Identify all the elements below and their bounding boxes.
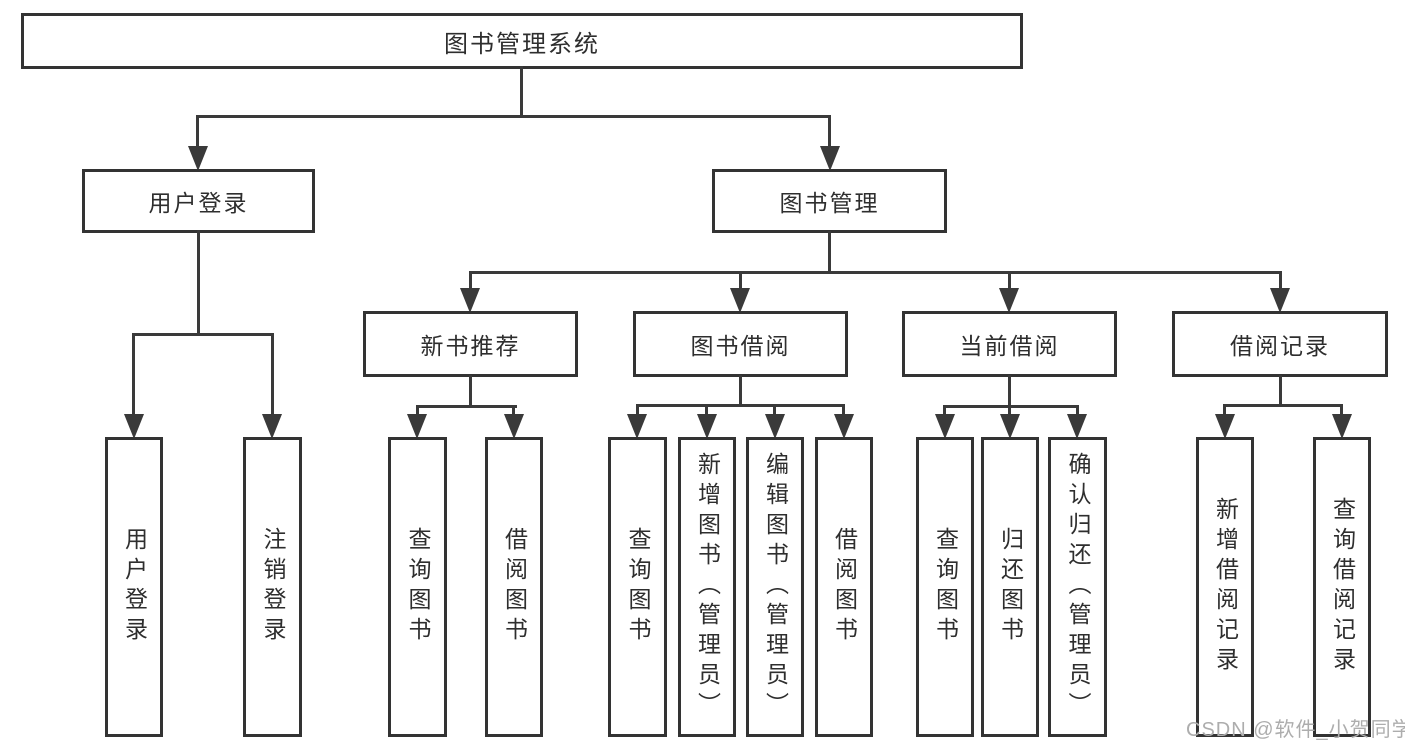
arrowhead-down-icon [627, 414, 647, 439]
connector-drop-leaf [1340, 404, 1343, 416]
node-cb-confirm-return-admin: 确认归还（管理员） [1048, 437, 1107, 737]
node-borrowing-records: 借阅记录 [1172, 311, 1388, 377]
connector-borrowing-records-rail [1223, 404, 1343, 407]
arrowhead-down-icon [1067, 414, 1087, 439]
connector-drop-leaf [773, 404, 776, 416]
arrowhead-down-icon [999, 288, 1019, 313]
arrowhead-down-icon [1332, 414, 1352, 439]
connector-current-borrowing-stem [1008, 375, 1011, 407]
arrowhead-down-icon [188, 146, 208, 171]
node-user-login: 用户登录 [82, 169, 315, 233]
connector-new-book-stem [469, 375, 472, 407]
node-br-query-record: 查询借阅记录 [1313, 437, 1371, 737]
connector-user-login-rail [132, 333, 274, 336]
node-bb-query-books: 查询图书 [608, 437, 667, 737]
arrowhead-down-icon [460, 288, 480, 313]
arrowhead-down-icon [820, 146, 840, 171]
arrowhead-down-icon [124, 414, 144, 439]
node-new-book-recommend: 新书推荐 [363, 311, 578, 377]
connector-current-borrowing-rail [943, 405, 1079, 408]
connector-new-book-rail [416, 405, 517, 408]
node-nb-query-books: 查询图书 [388, 437, 447, 737]
arrowhead-down-icon [834, 414, 854, 439]
arrowhead-down-icon [504, 414, 524, 439]
connector-drop-leaf [512, 405, 515, 416]
node-br-add-record: 新增借阅记录 [1196, 437, 1254, 737]
node-cb-return-books: 归还图书 [981, 437, 1039, 737]
node-current-borrowing: 当前借阅 [902, 311, 1117, 377]
connector-drop-new-book [469, 271, 472, 291]
arrowhead-down-icon [730, 288, 750, 313]
connector-drop-login-leaf [132, 333, 135, 417]
node-book-management: 图书管理 [712, 169, 947, 233]
connector-drop-logout-leaf [271, 333, 274, 417]
node-bb-edit-books-admin: 编辑图书（管理员） [746, 437, 804, 737]
arrowhead-down-icon [1215, 414, 1235, 439]
connector-drop-book-management [828, 115, 831, 148]
arrowhead-down-icon [262, 414, 282, 439]
arrowhead-down-icon [765, 414, 785, 439]
connector-drop-current-borrowing [1008, 271, 1011, 291]
connector-level3-rail [469, 271, 1282, 274]
arrowhead-down-icon [407, 414, 427, 439]
connector-drop-book-borrowing [739, 271, 742, 291]
connector-drop-leaf [416, 405, 419, 416]
node-library-system: 图书管理系统 [21, 13, 1023, 69]
connector-drop-leaf [705, 404, 708, 416]
node-bb-add-books-admin: 新增图书（管理员） [678, 437, 736, 737]
connector-drop-borrowing-records [1279, 271, 1282, 291]
connector-book-management-stem [828, 231, 831, 273]
arrowhead-down-icon [697, 414, 717, 439]
node-cb-query-books: 查询图书 [916, 437, 974, 737]
connector-drop-leaf [1008, 405, 1011, 416]
connector-book-borrowing-stem [739, 375, 742, 406]
node-nb-borrow-books: 借阅图书 [485, 437, 543, 737]
connector-borrowing-records-stem [1279, 375, 1282, 406]
arrowhead-down-icon [1270, 288, 1290, 313]
connector-drop-leaf [943, 405, 946, 416]
node-user-login-action: 用户登录 [105, 437, 163, 737]
connector-drop-user-login [196, 115, 199, 148]
connector-drop-leaf [1223, 404, 1226, 416]
connector-drop-leaf [636, 404, 639, 416]
connector-level2-rail [196, 115, 831, 118]
node-logout-action: 注销登录 [243, 437, 302, 737]
node-bb-borrow-books: 借阅图书 [815, 437, 873, 737]
connector-root-stem [520, 66, 523, 117]
connector-book-borrowing-rail [636, 404, 845, 407]
connector-user-login-stem [197, 230, 200, 335]
node-book-borrowing: 图书借阅 [633, 311, 848, 377]
connector-drop-leaf [842, 404, 845, 416]
connector-drop-leaf [1076, 405, 1079, 416]
watermark-text: CSDN @软件_小贺同学 [1186, 719, 1405, 741]
arrowhead-down-icon [935, 414, 955, 439]
arrowhead-down-icon [1000, 414, 1020, 439]
